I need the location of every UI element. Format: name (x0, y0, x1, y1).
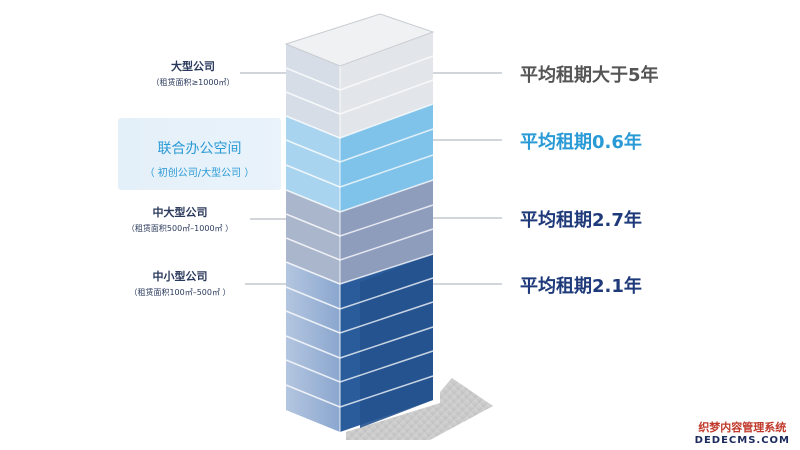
lease-term-large: 平均租期大于5年 (520, 65, 659, 86)
lease-term-cowork: 平均租期0.6年 (520, 132, 642, 153)
mid-small-company-title: 中小型公司 (152, 270, 208, 283)
label-large-company: 大型公司 （租赁面积≥1000㎡） (118, 58, 268, 88)
building-shadow (346, 378, 493, 440)
zone-cowork-side (340, 104, 433, 212)
zone-midlarge-front (286, 190, 340, 284)
zone-midlarge-side (340, 180, 433, 284)
floor-lines-front (285, 67, 341, 408)
zone-cowork-front (286, 116, 340, 212)
label-mid-large-company: 中大型公司 （租赁面积500㎡–1000㎡ ） (100, 204, 260, 234)
label-cowork-space: 联合办公空间 （ 初创公司/大型公司 ） (118, 138, 281, 179)
watermark-line2: DEDECMS.COM (694, 435, 790, 446)
mid-large-company-title: 中大型公司 (152, 206, 208, 219)
zone-large-front (286, 44, 340, 138)
watermark-line1: 织梦内容管理系统 (698, 421, 787, 434)
label-mid-small-company: 中小型公司 （租赁面积100㎡–500㎡ ） (100, 268, 260, 298)
floor-lines-side (339, 55, 434, 408)
cowork-title: 联合办公空间 (157, 141, 242, 157)
large-company-title: 大型公司 (171, 60, 215, 73)
mid-large-company-subtitle: （租赁面积500㎡–1000㎡ ） (126, 224, 234, 233)
mid-small-company-subtitle: （租赁面积100㎡–500㎡ ） (129, 288, 231, 297)
lease-term-mid-large: 平均租期2.7年 (520, 210, 642, 231)
zone-large-side (340, 32, 433, 138)
watermark: 织梦内容管理系统 DEDECMS.COM (695, 419, 790, 446)
building-roof (284, 13, 435, 67)
cowork-subtitle: （ 初创公司/大型公司 ） (144, 168, 255, 179)
large-company-subtitle: （租赁面积≥1000㎡） (151, 78, 235, 87)
lease-term-mid-small: 平均租期2.1年 (520, 276, 642, 297)
cowork-highlight-panel (118, 118, 281, 190)
zone-midsmall-side-dark (360, 254, 433, 428)
